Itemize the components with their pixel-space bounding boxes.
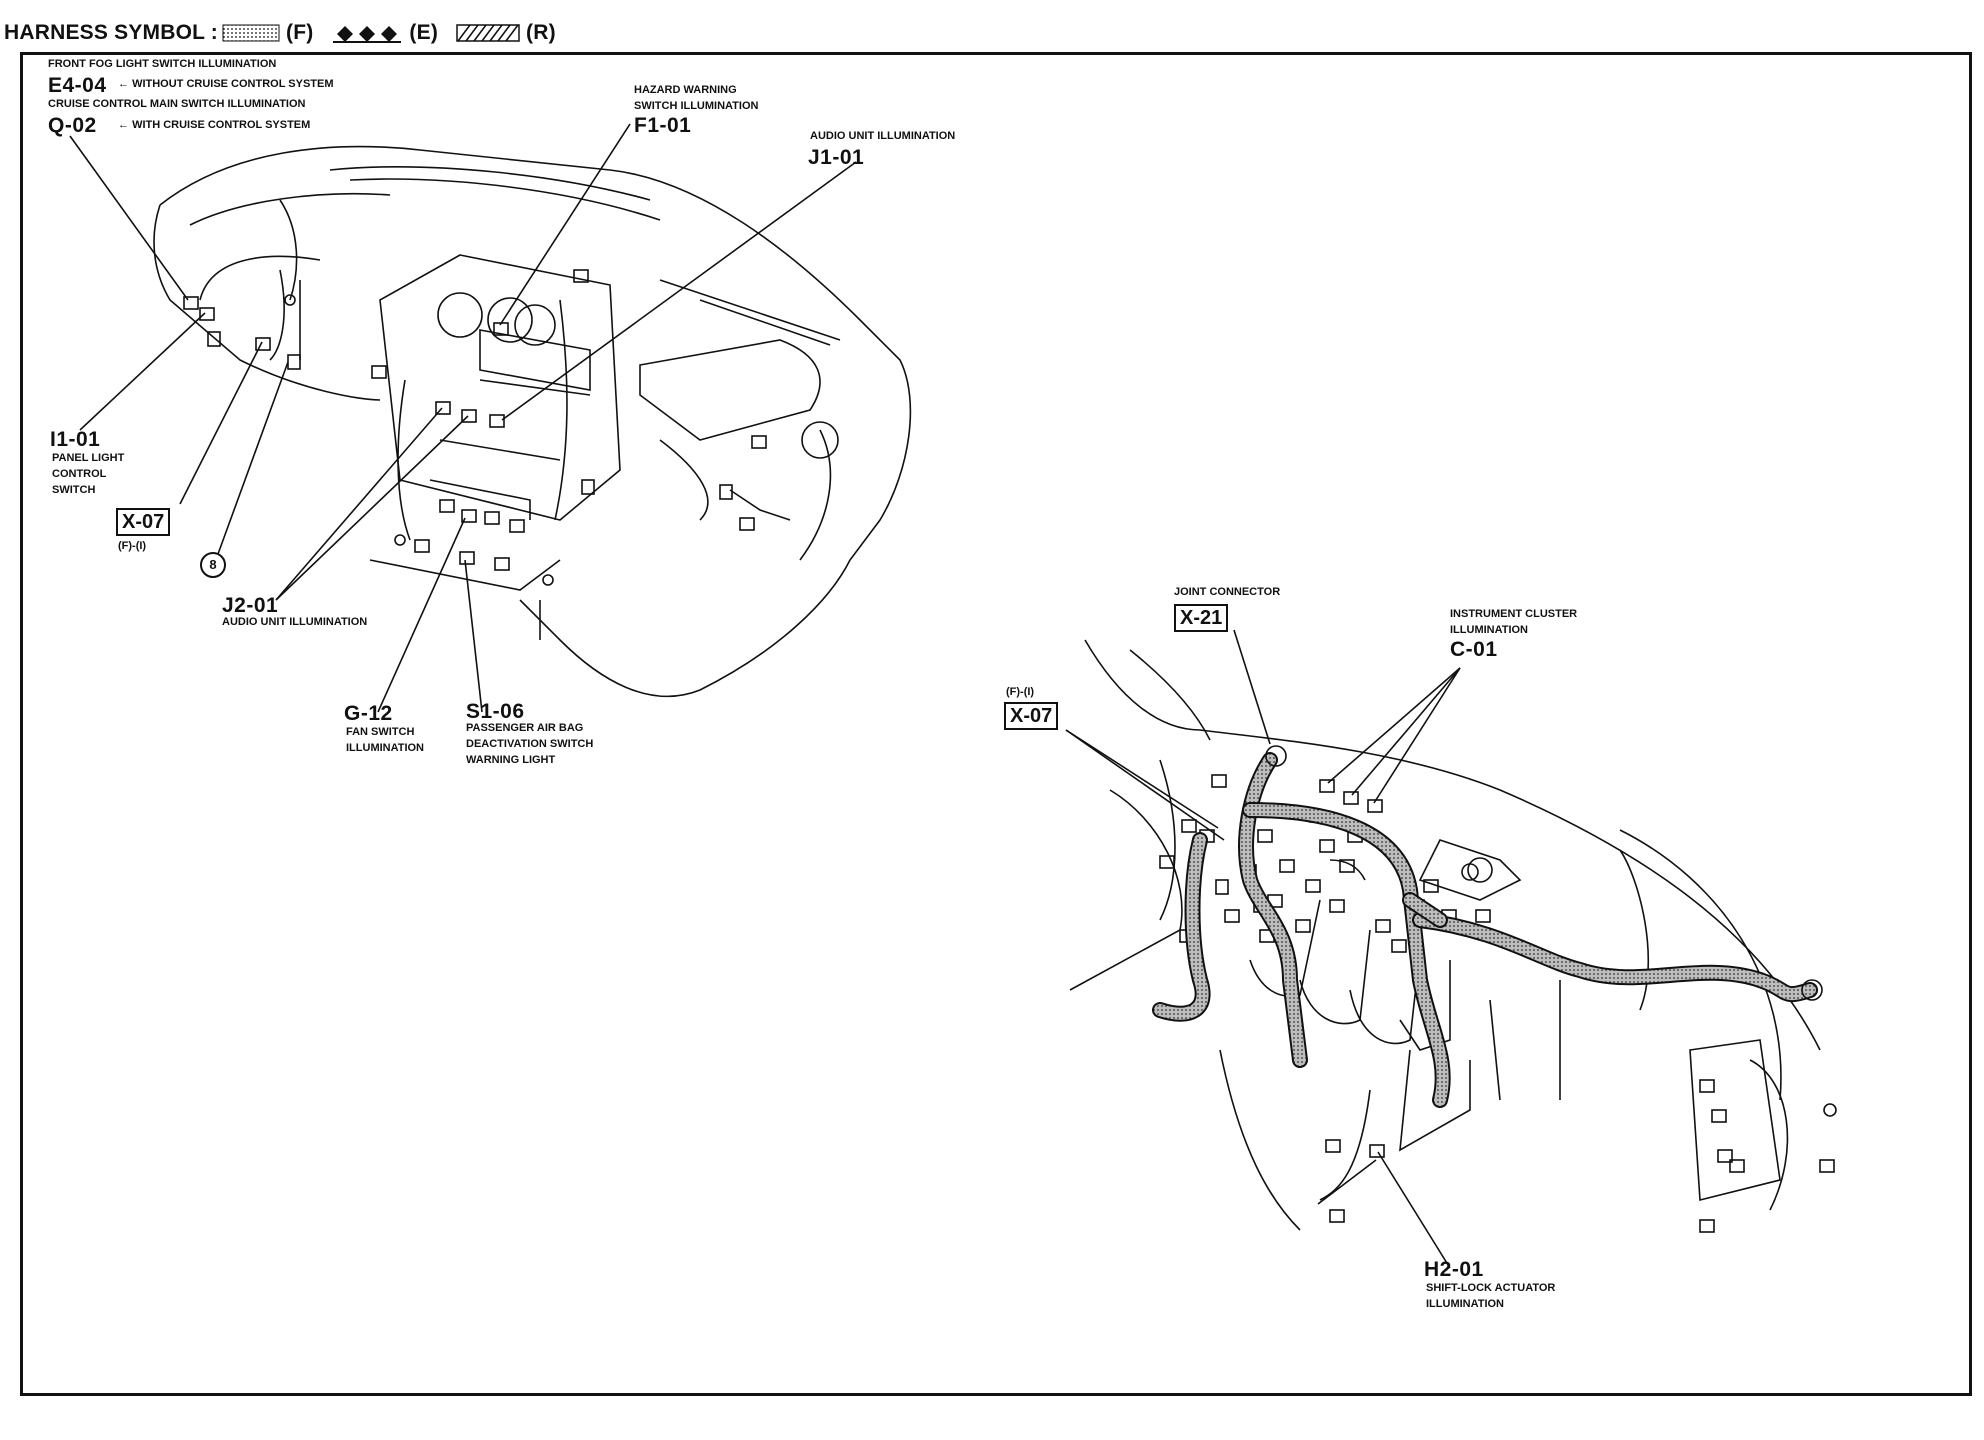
audio-top-title: AUDIO UNIT ILLUMINATION: [810, 130, 956, 142]
j2-01-code: J2-01: [222, 594, 279, 617]
x-07-right-code: X-07: [1004, 702, 1059, 730]
legend-code-f: (F): [286, 21, 314, 44]
f1-01-code: F1-01: [634, 114, 692, 137]
left-arrow-icon: ←: [118, 78, 133, 90]
diagram-frame: [20, 52, 1972, 1396]
fog-light-title: FRONT FOG LIGHT SWITCH ILLUMINATION: [48, 58, 277, 70]
x-07-left-sub: (F)-(I): [118, 540, 147, 552]
e4-04-note-text: WITHOUT CRUISE CONTROL SYSTEM: [132, 78, 334, 90]
circled-number-8: 8: [200, 552, 226, 578]
c-01-code: C-01: [1450, 638, 1498, 661]
x-07-right-box: X-07: [1004, 702, 1059, 730]
shift-line1: SHIFT-LOCK ACTUATOR: [1426, 1282, 1556, 1294]
joint-connector-title: JOINT CONNECTOR: [1174, 586, 1281, 598]
q-02-code: Q-02: [48, 114, 97, 137]
shift-line2: ILLUMINATION: [1426, 1298, 1505, 1310]
airbag-line2: DEACTIVATION SWITCH: [466, 738, 594, 750]
cluster-line2: ILLUMINATION: [1450, 624, 1529, 636]
airbag-line1: PASSENGER AIR BAG: [466, 722, 584, 734]
left-leader-lines: [69, 123, 857, 713]
e4-04-note: ← WITHOUT CRUISE CONTROL SYSTEM: [118, 78, 334, 91]
fan-line2: ILLUMINATION: [346, 742, 425, 754]
x-07-right-sub: (F)-(I): [1006, 686, 1035, 698]
x-21-code: X-21: [1174, 604, 1229, 632]
right-dashboard-drawing: [1069, 639, 1837, 1233]
h2-01-code: H2-01: [1424, 1258, 1484, 1281]
left-arrow-icon: ←: [118, 119, 133, 131]
x-07-left-box: X-07: [116, 508, 171, 536]
panel-light-line2: CONTROL: [52, 468, 107, 480]
diamond-pattern-icon: [333, 26, 402, 43]
q-02-note-text: WITH CRUISE CONTROL SYSTEM: [132, 119, 311, 131]
cluster-line1: INSTRUMENT CLUSTER: [1450, 608, 1578, 620]
panel-light-line1: PANEL LIGHT: [52, 452, 125, 464]
q-02-note: ← WITH CRUISE CONTROL SYSTEM: [118, 119, 310, 132]
j2-01-title: AUDIO UNIT ILLUMINATION: [222, 616, 368, 628]
j1-01-code: J1-01: [808, 146, 865, 169]
s1-06-code: S1-06: [466, 700, 525, 723]
legend-title: HARNESS SYMBOL :: [4, 21, 218, 44]
i1-01-code: I1-01: [50, 428, 101, 451]
hazard-line1: HAZARD WARNING: [634, 84, 737, 96]
fan-line1: FAN SWITCH: [346, 726, 415, 738]
harness-symbol-legend: HARNESS SYMBOL : (F) (E) (R): [4, 18, 570, 48]
hazard-line2: SWITCH ILLUMINATION: [634, 100, 759, 112]
hatched-pattern-icon: [456, 24, 520, 42]
right-leader-lines: [1065, 629, 1461, 1269]
legend-code-e: (E): [409, 21, 439, 44]
panel-light-line3: SWITCH: [52, 484, 96, 496]
cruise-title: CRUISE CONTROL MAIN SWITCH ILLUMINATION: [48, 98, 306, 110]
x-07-left-code: X-07: [116, 508, 171, 536]
airbag-line3: WARNING LIGHT: [466, 754, 556, 766]
x-21-box: X-21: [1174, 604, 1229, 632]
e4-04-code: E4-04: [48, 74, 107, 97]
legend-code-r: (R): [526, 21, 556, 44]
dotted-pattern-icon: [222, 24, 280, 42]
g-12-code: G-12: [344, 702, 393, 725]
harness-f-bands: [1152, 752, 1818, 1108]
left-dashboard-drawing: [153, 145, 912, 698]
